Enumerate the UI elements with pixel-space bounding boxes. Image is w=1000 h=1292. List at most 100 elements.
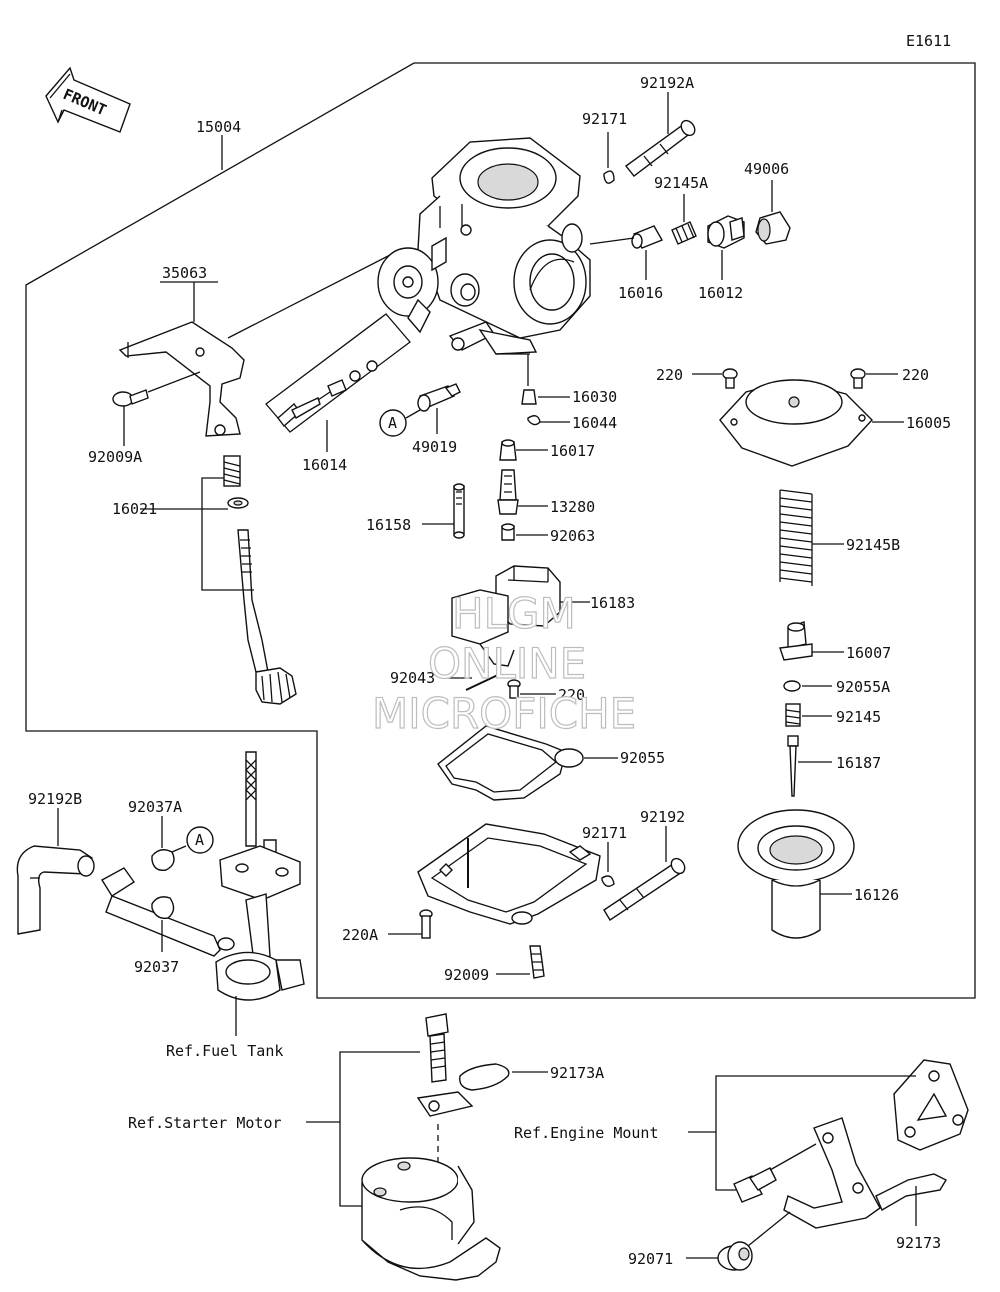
ref-engine-mount[interactable]: Ref.Engine Mount <box>514 1124 659 1142</box>
ref-a-upper: A <box>388 414 397 432</box>
part-220A-label[interactable]: 220A <box>342 926 378 944</box>
part-92171-top-label[interactable]: 92171 <box>582 110 627 128</box>
part-92043-label[interactable]: 92043 <box>390 669 435 687</box>
part-92192B-label[interactable]: 92192B <box>28 790 82 808</box>
watermark-line1: HLGM <box>452 589 576 638</box>
part-16017-label[interactable]: 16017 <box>550 442 595 460</box>
spring-92145A <box>671 221 697 245</box>
part-49006-label[interactable]: 49006 <box>744 160 789 178</box>
part-92192A-label[interactable]: 92192A <box>640 74 694 92</box>
part-49019-label[interactable]: 49019 <box>412 438 457 456</box>
part-92009A-label[interactable]: 92009A <box>88 448 142 466</box>
part-16126-label[interactable]: 16126 <box>854 886 899 904</box>
carburetor-body <box>377 137 591 355</box>
jet-92063 <box>501 523 515 541</box>
cap-49006 <box>755 211 791 245</box>
jet-16017 <box>499 439 517 461</box>
part-35063-label[interactable]: 35063 <box>162 264 207 282</box>
part-92145B-label[interactable]: 92145B <box>846 536 900 554</box>
part-92063-label[interactable]: 92063 <box>550 527 595 545</box>
pilot-screw-set-16014 <box>265 313 411 433</box>
part-16021-label[interactable]: 16021 <box>112 500 157 518</box>
spring-92145 <box>785 703 801 727</box>
part-16158-label[interactable]: 16158 <box>366 516 411 534</box>
part-220-left-label[interactable]: 220 <box>656 366 683 384</box>
part-92055-label[interactable]: 92055 <box>620 749 665 767</box>
starter-motor-housing <box>361 1157 501 1281</box>
ref-a-lower: A <box>195 831 204 849</box>
clamp-92173 <box>875 1173 947 1212</box>
grommet-92071 <box>717 1241 753 1271</box>
part-16030-label[interactable]: 16030 <box>572 388 617 406</box>
part-92071-label[interactable]: 92071 <box>628 1250 673 1268</box>
clamp-92037A <box>151 849 175 871</box>
engine-mount-bracket <box>783 1117 881 1229</box>
bolt-engine-mount <box>733 1167 777 1203</box>
fuel-tank-valve <box>215 751 305 1001</box>
pin-92043 <box>465 673 501 691</box>
part-15004-label[interactable]: 15004 <box>196 118 241 136</box>
hose-92192B <box>16 845 95 935</box>
part-16187-label[interactable]: 16187 <box>836 754 881 772</box>
clip-92171-bottom <box>601 875 615 887</box>
part-16016 <box>631 225 664 249</box>
part-220-mid-label[interactable]: 220 <box>558 686 585 704</box>
o-ring-92055A <box>783 680 801 692</box>
part-16007-label[interactable]: 16007 <box>846 644 891 662</box>
screw-220-mid <box>507 679 521 699</box>
ref-a-circle-upper[interactable] <box>379 409 407 437</box>
part-16014-label[interactable]: 16014 <box>302 456 347 474</box>
part-92173-label[interactable]: 92173 <box>896 1234 941 1252</box>
ref-starter-motor[interactable]: Ref.Starter Motor <box>128 1114 282 1132</box>
spring-16021 <box>223 455 249 509</box>
clip-16044 <box>527 415 541 426</box>
part-13280-label[interactable]: 13280 <box>550 498 595 516</box>
cover-16005 <box>719 379 873 467</box>
part-16044-label[interactable]: 16044 <box>572 414 617 432</box>
ref-a-circle-lower[interactable] <box>186 826 214 854</box>
part-92009-label[interactable]: 92009 <box>444 966 489 984</box>
part-92037A-label[interactable]: 92037A <box>128 798 182 816</box>
emulsion-tube-13280 <box>497 469 519 515</box>
carburetor-assembly-frame <box>25 62 976 999</box>
tube-16158 <box>453 483 465 539</box>
part-16183-label[interactable]: 16183 <box>590 594 635 612</box>
part-92173A-label[interactable]: 92173A <box>550 1064 604 1082</box>
screw-92009 <box>529 945 545 979</box>
fuel-line <box>101 867 221 957</box>
part-92145-label[interactable]: 92145 <box>836 708 881 726</box>
part-16012-label[interactable]: 16012 <box>698 284 743 302</box>
clamp-92037 <box>151 896 175 919</box>
part-92145A-label[interactable]: 92145A <box>654 174 708 192</box>
part-92171-bottom-label[interactable]: 92171 <box>582 824 627 842</box>
part-16016-label[interactable]: 16016 <box>618 284 663 302</box>
part-16005-label[interactable]: 16005 <box>906 414 951 432</box>
front-arrow-icon: FRONT <box>45 66 131 133</box>
engine-mount-plate <box>893 1059 969 1151</box>
ref-fuel-tank[interactable]: Ref.Fuel Tank <box>166 1042 283 1060</box>
part-92192-label[interactable]: 92192 <box>640 808 685 826</box>
watermark-line2: ONLINE <box>428 639 586 688</box>
fitting-49019 <box>417 383 461 412</box>
clamp-92173A <box>416 1063 510 1117</box>
screw-220-left <box>722 368 738 389</box>
part-220-right-label[interactable]: 220 <box>902 366 929 384</box>
hose-92192A <box>624 119 696 177</box>
part-92037-label[interactable]: 92037 <box>134 958 179 976</box>
screw-92009A <box>112 389 149 407</box>
float-16183 <box>451 565 561 667</box>
piston-16126 <box>737 809 855 939</box>
spring-92145B <box>779 489 813 586</box>
retainer-16007 <box>779 621 813 661</box>
float-bowl <box>417 823 601 925</box>
part-92055A-label[interactable]: 92055A <box>836 678 890 696</box>
watermark: HLGM ONLINE MICROFICHE <box>371 588 636 738</box>
screw-220-right <box>850 368 866 389</box>
bolt <box>425 1013 449 1083</box>
watermark-line3: MICROFICHE <box>372 689 636 738</box>
gasket-92055 <box>437 725 584 801</box>
screw-220A <box>419 909 433 939</box>
bracket-35063 <box>118 321 245 437</box>
hose-92192 <box>603 857 686 921</box>
